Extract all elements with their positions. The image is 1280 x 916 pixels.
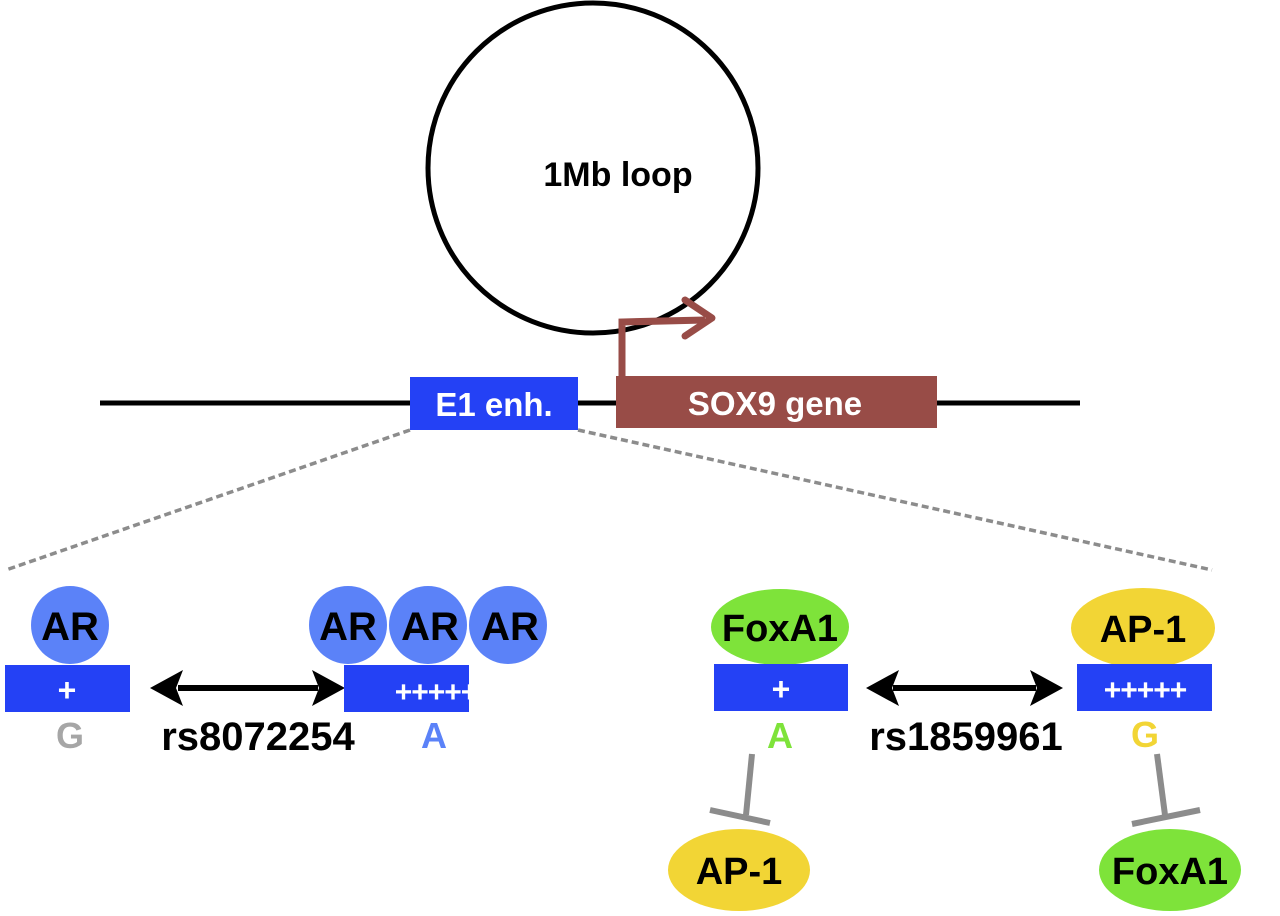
double-arrow-icon — [150, 670, 345, 706]
snp-id-label: rs8072254 — [161, 715, 355, 759]
binding-site-box — [344, 665, 469, 712]
right-panel: FoxA1 + A AP-1 rs1859961 AP-1 +++++ G — [668, 588, 1241, 911]
allele-letter: A — [767, 715, 793, 756]
tss-arrow-icon — [618, 296, 716, 378]
ap1-factor-label: AP-1 — [696, 851, 783, 893]
foxa1-factor-label: FoxA1 — [722, 608, 838, 650]
enhancer-box: E1 enh. — [410, 377, 578, 430]
left-panel: AR + G rs8072254 AR AR AR +++++ A — [5, 586, 547, 759]
ar-factor-circle — [309, 586, 387, 664]
ar-factor-label: AR — [481, 605, 539, 649]
double-arrow-icon — [866, 670, 1063, 706]
ar-factor-label: AR — [401, 605, 459, 649]
gene-box: SOX9 gene — [616, 376, 937, 428]
ap1-factor-label: AP-1 — [1100, 609, 1187, 651]
ap1-factor-ellipse — [1071, 588, 1215, 668]
enhancer-rect — [410, 377, 578, 430]
ar-factor-label: AR — [41, 605, 99, 649]
binding-site-plus: +++++ — [1104, 674, 1187, 707]
left-allele-high: AR AR AR +++++ A — [309, 586, 547, 756]
binding-site-box — [714, 664, 848, 711]
chromatin-loop-circle — [425, 0, 761, 336]
right-allele-high: AP-1 +++++ G FoxA1 — [1071, 588, 1241, 911]
binding-site-plus: +++++ — [395, 676, 478, 709]
foxa1-factor-label: FoxA1 — [1112, 851, 1228, 893]
loop-label: 1Mb loop — [543, 156, 692, 194]
allele-letter: A — [421, 715, 447, 756]
foxa1-factor-ellipse — [711, 589, 849, 665]
ar-factor-circle — [389, 586, 467, 664]
binding-site-box — [1077, 664, 1212, 711]
allele-letter: G — [1131, 714, 1159, 755]
inhibition-icon — [709, 753, 771, 826]
left-allele-low: AR + G — [5, 586, 130, 756]
ap1-factor-ellipse — [668, 829, 810, 911]
binding-site-plus: + — [772, 671, 791, 707]
snp-id-label: rs1859961 — [869, 715, 1063, 759]
binding-site-plus: + — [58, 672, 77, 708]
ar-factor-circle — [31, 586, 109, 664]
foxa1-factor-ellipse — [1099, 829, 1241, 911]
right-allele-low: FoxA1 + A AP-1 — [668, 589, 849, 911]
inhibition-icon — [1131, 753, 1201, 827]
zoom-dashed-line-right — [577, 428, 1213, 572]
allele-letter: G — [56, 715, 84, 756]
enhancer-label: E1 enh. — [435, 386, 552, 423]
binding-site-box — [5, 665, 130, 712]
gene-rect — [616, 376, 937, 428]
ar-factor-circle — [469, 586, 547, 664]
gene-label: SOX9 gene — [688, 385, 862, 422]
zoom-dashed-line-left — [5, 428, 411, 572]
ar-factor-label: AR — [319, 605, 377, 649]
